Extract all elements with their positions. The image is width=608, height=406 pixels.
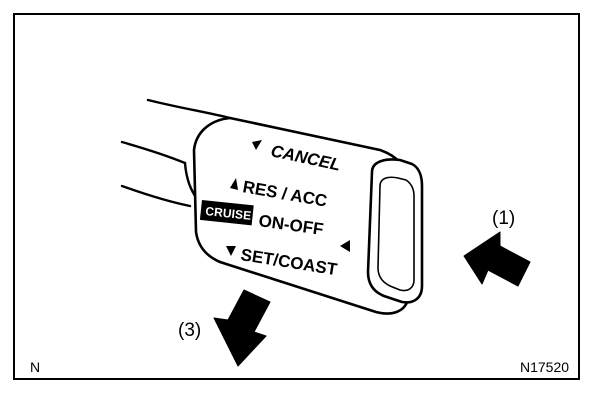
cruise-badge [199,199,254,226]
res-acc-arrow-icon [230,178,238,190]
push-direction-callout: (1) [492,208,515,229]
pull-direction-callout: (3) [178,320,201,341]
pull-direction-arrow-icon [213,289,271,367]
push-direction-arrow-icon [463,231,531,287]
diagram-frame [13,13,580,380]
lever-end-cap [366,158,424,304]
cancel-arrow-icon [252,140,262,150]
corner-letter: N [30,359,40,375]
set-coast-arrow-icon [226,246,236,256]
cruise-badge-label: CRUISE [205,204,252,223]
figure-code: N17520 [520,359,569,375]
on-off-arrow-icon [340,240,350,252]
